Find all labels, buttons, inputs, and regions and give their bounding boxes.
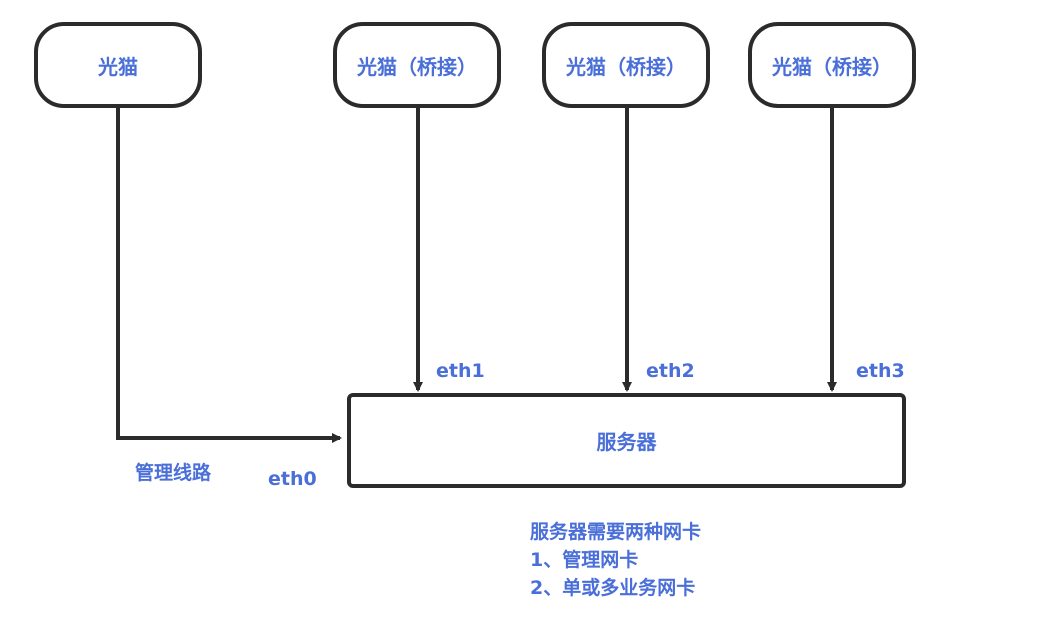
modem-bridge-node-1: 光猫（桥接） — [333, 22, 501, 108]
eth2-label: eth2 — [646, 360, 695, 382]
note-item-1: 1、管理网卡 — [530, 549, 639, 571]
eth1-label: eth1 — [436, 360, 485, 382]
eth0-label: eth0 — [268, 468, 317, 490]
management-line-label: 管理线路 — [135, 462, 212, 484]
note-title: 服务器需要两种网卡 — [530, 521, 702, 543]
modem-management-node: 光猫 — [34, 22, 202, 108]
management-line-connector — [116, 108, 342, 443]
note-item-2: 2、单或多业务网卡 — [530, 577, 696, 599]
server-node: 服务器 — [347, 393, 906, 488]
requirements-note: 服务器需要两种网卡 1、管理网卡 2、单或多业务网卡 — [530, 518, 701, 602]
modem-bridge-node-3: 光猫（桥接） — [748, 22, 916, 108]
eth3-label: eth3 — [856, 360, 905, 382]
modem-bridge-node-2: 光猫（桥接） — [542, 22, 710, 108]
